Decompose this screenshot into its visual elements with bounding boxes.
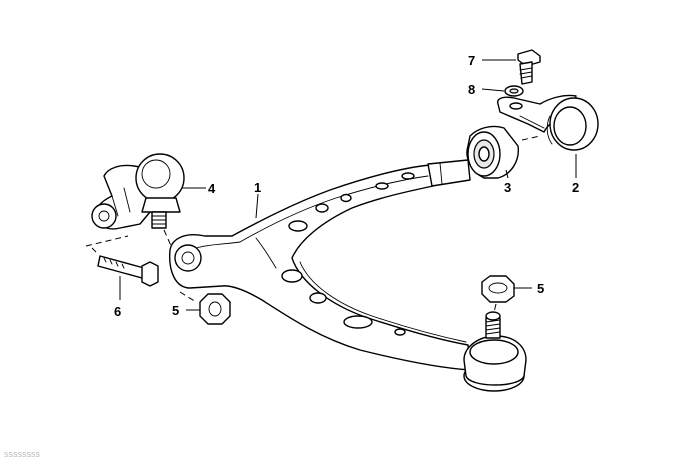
- callouts: 1 2 3 4 5 5 6 7 8: [114, 53, 579, 319]
- mounting-bracket: [497, 94, 599, 151]
- callout-3: 3: [504, 180, 511, 195]
- ball-joint-knuckle: [91, 153, 185, 230]
- callout-5-left: 5: [172, 303, 179, 318]
- watermark-text: ssssssss: [4, 449, 41, 459]
- leader-lines: [119, 59, 577, 311]
- callout-4: 4: [208, 181, 216, 196]
- hex-nut-right: [481, 275, 515, 303]
- washer: [504, 85, 524, 97]
- assembly-lines: [85, 135, 541, 313]
- small-bolt: [517, 49, 541, 85]
- control-arm: [169, 159, 527, 392]
- callout-2: 2: [572, 180, 579, 195]
- long-bolt: [97, 255, 159, 287]
- callout-1: 1: [254, 180, 261, 195]
- rubber-bushing: [466, 125, 519, 179]
- callout-6: 6: [114, 304, 121, 319]
- callout-5-right: 5: [537, 281, 544, 296]
- hex-nut-left: [199, 293, 231, 325]
- callout-8: 8: [468, 82, 475, 97]
- callout-7: 7: [468, 53, 475, 68]
